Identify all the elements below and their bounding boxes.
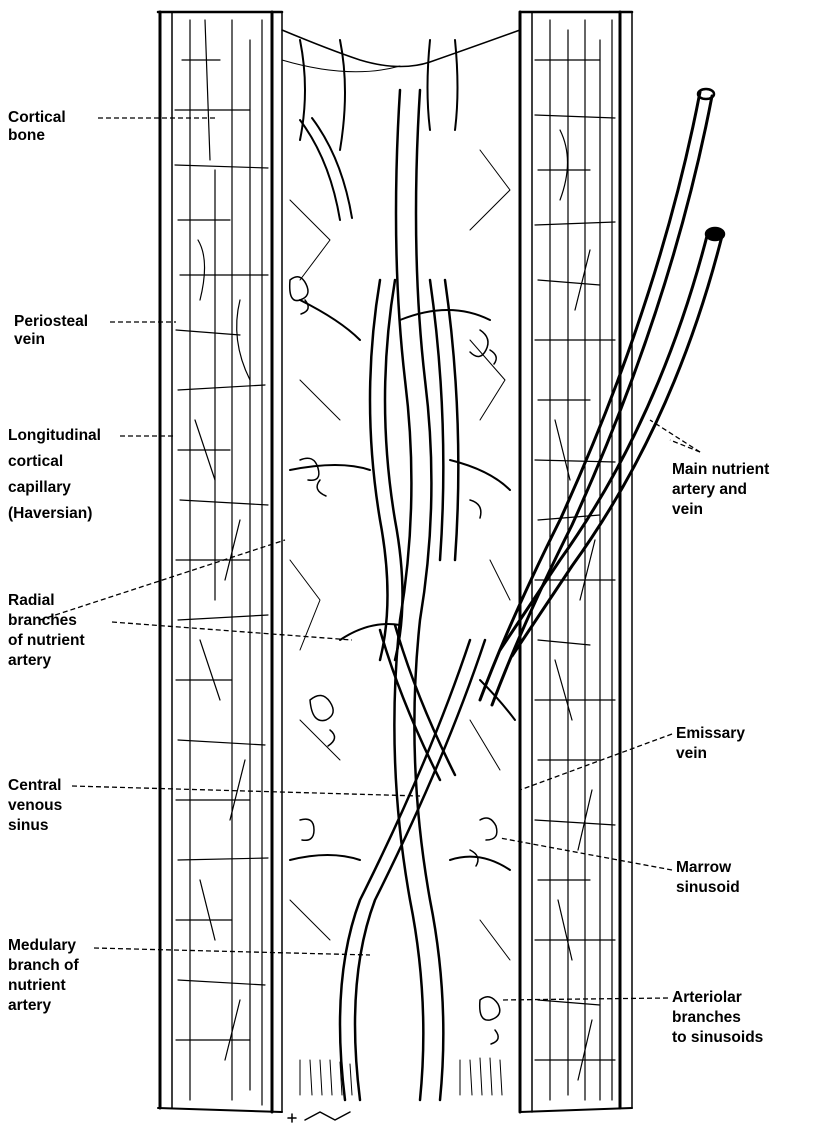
label-line: of nutrient bbox=[8, 632, 85, 649]
cortical-texture bbox=[175, 20, 615, 1105]
label-line: bone bbox=[8, 127, 45, 144]
label-periosteal-vein: Periosteal vein bbox=[14, 313, 176, 348]
label-line: capillary bbox=[8, 479, 71, 496]
label-line: to sinusoids bbox=[672, 1029, 763, 1046]
label-line: artery and bbox=[672, 481, 747, 498]
label-line: branches bbox=[672, 1009, 741, 1026]
central-venous-sinus bbox=[340, 90, 485, 1100]
label-line: (Haversian) bbox=[8, 505, 92, 522]
nutrient-artery-and-vein bbox=[480, 89, 724, 705]
label-line: Cortical bbox=[8, 109, 66, 126]
label-line: cortical bbox=[8, 453, 63, 470]
label-line: Periosteal bbox=[14, 313, 88, 330]
label-longitudinal-capillary: Longitudinal cortical capillary (Haversi… bbox=[8, 427, 176, 522]
label-line: Longitudinal bbox=[8, 427, 101, 444]
label-line: nutrient bbox=[8, 977, 66, 994]
label-line: vein bbox=[14, 331, 45, 348]
label-line: Arteriolar bbox=[672, 989, 742, 1006]
label-line: Emissary bbox=[676, 725, 745, 742]
label-line: artery bbox=[8, 652, 51, 669]
label-main-nutrient: Main nutrient artery and vein bbox=[650, 420, 769, 518]
label-cortical-bone: Cortical bone bbox=[8, 109, 215, 144]
label-line: artery bbox=[8, 997, 51, 1014]
label-line: Marrow bbox=[676, 859, 732, 876]
label-line: Central bbox=[8, 777, 61, 794]
label-line: Medulary bbox=[8, 937, 76, 954]
label-medullary-branch: Medulary branch of nutrient artery bbox=[8, 937, 370, 1014]
label-line: Main nutrient bbox=[672, 461, 769, 478]
label-line: sinus bbox=[8, 817, 48, 834]
label-central-venous-sinus: Central venous sinus bbox=[8, 777, 420, 834]
label-line: branch of bbox=[8, 957, 79, 974]
label-line: branches bbox=[8, 612, 77, 629]
label-line: sinusoid bbox=[676, 879, 740, 896]
label-line: vein bbox=[676, 745, 707, 762]
label-line: Radial bbox=[8, 592, 55, 609]
radial-branches bbox=[290, 40, 515, 870]
scale-mark bbox=[288, 1112, 350, 1122]
label-line: vein bbox=[672, 501, 703, 518]
label-line: venous bbox=[8, 797, 62, 814]
